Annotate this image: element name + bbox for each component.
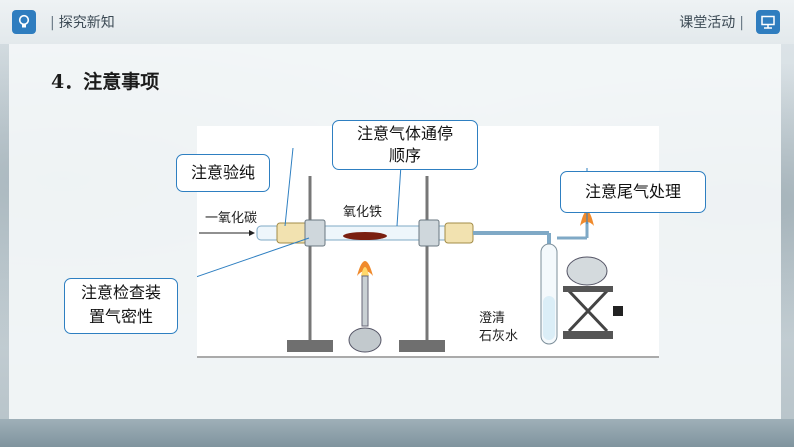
- presentation-board-icon: [756, 10, 780, 34]
- activity-title: 课堂活动|: [679, 12, 748, 32]
- callout-airtight-line2: 置气密性: [88, 307, 153, 326]
- callout-airtight-line1: 注意检查装: [80, 283, 161, 302]
- bottom-strip: [0, 419, 794, 447]
- header-separator-left: |: [50, 15, 55, 31]
- iron-oxide-label: 氧化铁: [343, 205, 382, 220]
- header-bar: |探究新知 课堂活动|: [0, 0, 794, 44]
- callout-tail-gas-text: 注意尾气处理: [584, 182, 681, 201]
- activity-label: 课堂活动: [679, 15, 736, 31]
- limewater-label-2: 石灰水: [479, 329, 518, 344]
- page-title: 4．注意事项: [51, 71, 160, 93]
- callout-purity-text: 注意验纯: [190, 163, 255, 182]
- callout-gas-order: 注意气体通停 顺序: [332, 120, 478, 170]
- section-title: |探究新知: [46, 12, 115, 32]
- header-separator-right: |: [739, 15, 744, 31]
- callout-gas-order-line2: 顺序: [388, 146, 421, 165]
- callout-purity: 注意验纯: [176, 154, 270, 192]
- section-label: 探究新知: [58, 15, 115, 31]
- callout-tail-gas: 注意尾气处理: [560, 171, 706, 213]
- co-label: 一氧化碳: [205, 211, 257, 226]
- callout-airtight: 注意检查装 置气密性: [64, 278, 178, 334]
- callout-gas-order-line1: 注意气体通停: [356, 124, 453, 143]
- limewater-label-1: 澄清: [479, 311, 505, 326]
- lightbulb-icon: [12, 10, 36, 34]
